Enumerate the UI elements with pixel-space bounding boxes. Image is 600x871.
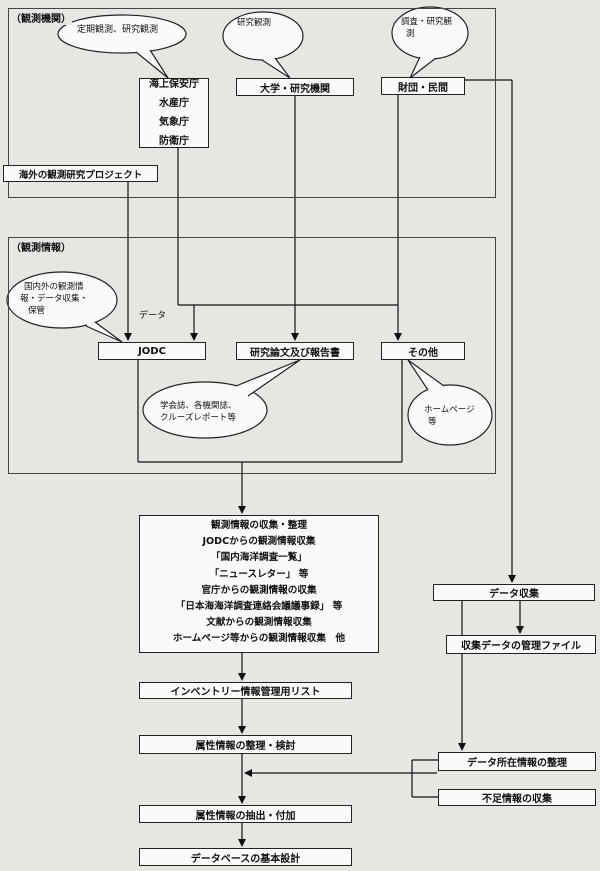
data-label: データ bbox=[139, 311, 167, 321]
bubble-survey-text-line2: 測 bbox=[406, 29, 415, 39]
bubble-papers-note bbox=[142, 359, 301, 439]
collection-line-jodc: JODCからの観測情報収集 bbox=[202, 536, 316, 548]
bubble-survey-text-line1: 調査・研究観 bbox=[401, 17, 453, 27]
node-inventory-list: インベントリー情報管理用リスト bbox=[139, 682, 352, 699]
node-jodc: JODC bbox=[98, 342, 206, 360]
observation-institutions-group bbox=[8, 8, 496, 198]
node-overseas-project: 海外の観測研究プロジェクト bbox=[3, 165, 158, 182]
node-missing-info: 不足情報の収集 bbox=[438, 789, 596, 806]
bubble-research-observation bbox=[222, 11, 304, 79]
node-agency-coast-guard: 海上保安庁 bbox=[149, 79, 199, 90]
node-university: 大学・研究機関 bbox=[236, 78, 354, 96]
collection-line-title: 観測情報の収集・整理 bbox=[211, 520, 307, 531]
node-papers-reports: 研究論文及び報告書 bbox=[236, 342, 354, 360]
collection-line-homepage: ホームページ等からの観測情報収集 他 bbox=[172, 633, 346, 645]
collection-line-literature: 文献からの観測情報収集 bbox=[206, 617, 312, 629]
node-attribute-extract: 属性情報の抽出・付加 bbox=[139, 805, 352, 823]
observation-info-group bbox=[8, 237, 496, 474]
observation-info-label: （観測情報） bbox=[10, 239, 72, 254]
bubble-jodc-text-line1: 国内外の観測情 bbox=[24, 282, 84, 292]
bubble-homepage-text-line2: 等 bbox=[428, 417, 437, 427]
bubble-homepage-note bbox=[407, 359, 493, 446]
bubble-jodc-text-line2: 報・データ収集・ bbox=[20, 294, 89, 304]
bubble-jodc-note bbox=[6, 271, 123, 343]
bubble-papers-text-line2: クルーズレポート等 bbox=[160, 413, 236, 423]
bubble-homepage-text-line1: ホームページ bbox=[424, 405, 475, 415]
bubble-papers-text-line1: 学会誌、各機関誌、 bbox=[160, 401, 237, 411]
node-management-file: 収集データの管理ファイル bbox=[446, 635, 596, 654]
node-agency-fisheries: 水産庁 bbox=[159, 98, 189, 109]
collection-line-minutes: 「日本海海洋調査連絡会議議事録」 等 bbox=[175, 601, 343, 613]
collection-line-domestic-survey: 「国内海洋調査一覧」 bbox=[211, 552, 307, 564]
node-agency-meteorological: 気象庁 bbox=[159, 117, 189, 128]
node-foundation: 財団・民間 bbox=[381, 77, 465, 95]
node-location-info: データ所在情報の整理 bbox=[438, 752, 596, 771]
bubble-jodc-text-line3: 保管 bbox=[28, 306, 46, 316]
node-attribute-organize: 属性情報の整理・検討 bbox=[139, 735, 352, 754]
collection-line-newsletter: 「ニュースレター」 等 bbox=[209, 568, 309, 580]
node-agency-defense: 防衛庁 bbox=[159, 136, 189, 147]
bubble-periodic-text: 定期観測、研究観測 bbox=[77, 25, 159, 35]
bubble-periodic-observation bbox=[57, 14, 187, 79]
node-other: その他 bbox=[381, 342, 465, 360]
node-info-collection: 観測情報の収集・整理 JODCからの観測情報収集 「国内海洋調査一覧」 「ニュー… bbox=[139, 515, 379, 653]
collection-line-government: 官庁からの観測情報の収集 bbox=[201, 584, 317, 596]
node-government-agencies: 海上保安庁 水産庁 気象庁 防衛庁 bbox=[139, 78, 209, 148]
observation-institutions-label: （観測機関） bbox=[10, 10, 72, 25]
bubble-research-text: 研究観測 bbox=[237, 18, 272, 28]
node-database-design: データベースの基本設計 bbox=[139, 848, 352, 866]
node-data-collection: データ収集 bbox=[433, 584, 595, 601]
